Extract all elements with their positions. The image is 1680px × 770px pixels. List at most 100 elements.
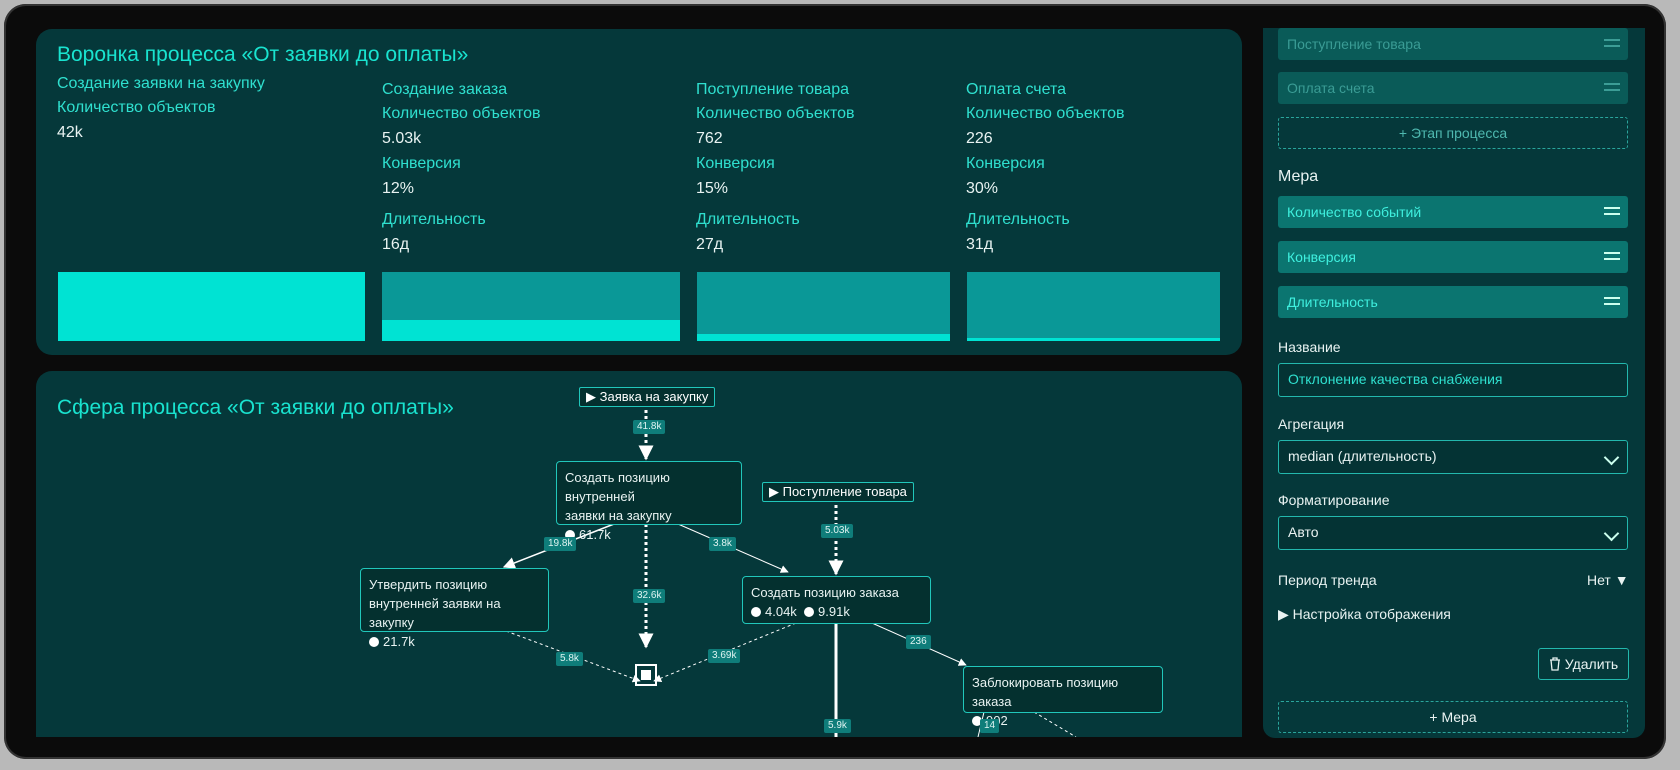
stage-duration: 27д (696, 236, 724, 253)
stage-count: 762 (696, 130, 723, 147)
stage-name: Поступление товара (696, 81, 849, 98)
stage-name: Создание заказа (382, 81, 508, 98)
aggregation-value: median (длительность) (1288, 448, 1437, 464)
stage-conversion: 30% (966, 180, 999, 197)
stage-count-label: Количество объектов (696, 105, 855, 122)
measure-conversion[interactable]: Конверсия (1278, 241, 1628, 273)
stage-conversion-label: Конверсия (696, 155, 775, 172)
node-create-request-item[interactable]: Создать позицию внутренней заявки на зак… (556, 461, 742, 542)
stage-name: Оплата счета (966, 81, 1067, 98)
stage-duration-label: Длительность (382, 211, 486, 228)
measure-label: Длительность (1287, 294, 1378, 310)
stage-count: 226 (966, 130, 993, 147)
stage-conversion-label: Конверсия (966, 155, 1045, 172)
trend-period-label: Период тренда (1278, 572, 1377, 588)
funnel-bar-fill (58, 272, 365, 341)
funnel-bar-track (382, 272, 680, 341)
drag-handle-icon[interactable] (1604, 297, 1620, 305)
settings-sidebar: Поступление товара Оплата счета + Этап п… (1263, 28, 1645, 738)
edge-label: 236 (906, 635, 931, 649)
measure-label: Конверсия (1287, 249, 1356, 265)
funnel-bar-fill (697, 334, 950, 341)
stage-count: 5.03k (382, 130, 422, 147)
edge-label: 5.8k (556, 652, 583, 666)
chevron-down-icon (1603, 449, 1620, 466)
format-label: Форматирование (1278, 492, 1390, 508)
drag-handle-icon[interactable] (1604, 207, 1620, 215)
stage-duration: 16д (382, 236, 410, 253)
measure-section-title: Мера (1278, 168, 1319, 185)
node-count: 902 (972, 711, 1154, 730)
funnel-bar-fill (382, 320, 680, 341)
name-input[interactable]: Отклонение качества снабжения (1278, 363, 1628, 397)
display-settings-toggle[interactable]: ▶ Настройка отображения (1278, 606, 1451, 622)
stage-conversion: 12% (382, 180, 415, 197)
stage-conversion: 15% (696, 180, 729, 197)
stage-duration-label: Длительность (696, 211, 800, 228)
stage-label: Поступление товара (1287, 36, 1421, 52)
node-count: 4.04k 9.91k (751, 602, 922, 621)
node-approve-request-item[interactable]: Утвердить позицию внутренней заявки на з… (360, 568, 549, 649)
node-label: Утвердить позицию (369, 577, 488, 592)
node-label: Создать позицию внутренней (565, 470, 670, 504)
stage-name: Создание заявки на закупку (57, 75, 265, 92)
aggregation-select[interactable]: median (длительность) (1278, 440, 1628, 474)
delete-button[interactable]: Удалить (1538, 648, 1629, 680)
chevron-down-icon (1603, 525, 1620, 542)
count-dot-icon (751, 607, 761, 617)
end-node-inner (641, 670, 651, 680)
count-dot-icon (972, 716, 982, 726)
end-node[interactable] (635, 664, 657, 686)
delete-label: Удалить (1564, 656, 1619, 672)
drag-handle-icon[interactable] (1604, 39, 1620, 47)
process-sphere-panel: Сфера процесса «От заявки до оплаты» ▶ З… (36, 371, 1242, 737)
node-label: внутренней заявки на закупку (369, 596, 501, 630)
stage-count-label: Количество объектов (966, 105, 1125, 122)
edge-label: 41.8k (633, 420, 666, 434)
node-label: Создать позицию заказа (751, 585, 899, 600)
edge-block-down-dashed[interactable] (1033, 711, 1077, 737)
add-process-stage-button[interactable]: + Этап процесса (1278, 117, 1628, 149)
node-block-order-item[interactable]: Заблокировать позицию заказа 902 (963, 666, 1163, 728)
aggregation-label: Агрегация (1278, 416, 1345, 432)
format-value: Авто (1288, 524, 1319, 540)
stage-count: 42k (57, 124, 83, 141)
measure-duration[interactable]: Длительность (1278, 286, 1628, 318)
add-measure-button[interactable]: + Мера (1278, 701, 1628, 733)
drag-handle-icon[interactable] (1604, 83, 1620, 91)
edge-label: 3.8k (709, 537, 736, 551)
stage-conversion-label: Конверсия (382, 155, 461, 172)
edge-label: 5.03k (821, 524, 854, 538)
stage-duration: 31д (966, 236, 994, 253)
format-select[interactable]: Авто (1278, 516, 1628, 550)
stage-count-label: Количество объектов (382, 105, 541, 122)
node-label: заявки на закупку (565, 508, 672, 523)
edge-order-to-end[interactable] (653, 622, 797, 682)
funnel-panel: Воронка процесса «От заявки до оплаты» С… (36, 29, 1242, 355)
count-dot-icon (804, 607, 815, 617)
process-stage-payment[interactable]: Оплата счета (1278, 72, 1628, 104)
measure-event-count[interactable]: Количество событий (1278, 196, 1628, 228)
start-node-request[interactable]: ▶ Заявка на закупку (579, 387, 716, 407)
count-dot-icon (369, 637, 379, 647)
drag-handle-icon[interactable] (1604, 252, 1620, 260)
start-node-receipt[interactable]: ▶ Поступление товара (762, 482, 914, 502)
funnel-bar-track (967, 272, 1220, 341)
node-count: 21.7k (369, 632, 540, 651)
node-create-order-item[interactable]: Создать позицию заказа 4.04k 9.91k (742, 576, 931, 624)
measure-label: Количество событий (1287, 204, 1422, 220)
node-count: 61.7k (565, 525, 733, 544)
edge-label: 3.69k (708, 649, 741, 663)
process-stage-receipt[interactable]: Поступление товара (1278, 28, 1628, 60)
funnel-bar-fill (967, 337, 1220, 341)
stage-count-label: Количество объектов (57, 99, 216, 116)
stage-label: Оплата счета (1287, 80, 1375, 96)
edge-label: 32.6k (633, 589, 666, 603)
funnel-title: Воронка процесса «От заявки до оплаты» (57, 43, 469, 66)
node-label: Заблокировать позицию заказа (972, 675, 1119, 709)
trend-period-dropdown[interactable]: Нет ▼ (1587, 572, 1629, 588)
sphere-title: Сфера процесса «От заявки до оплаты» (57, 396, 454, 419)
edge-label: 5.9k (824, 719, 851, 733)
name-label: Название (1278, 339, 1341, 355)
count-dot-icon (565, 530, 575, 540)
